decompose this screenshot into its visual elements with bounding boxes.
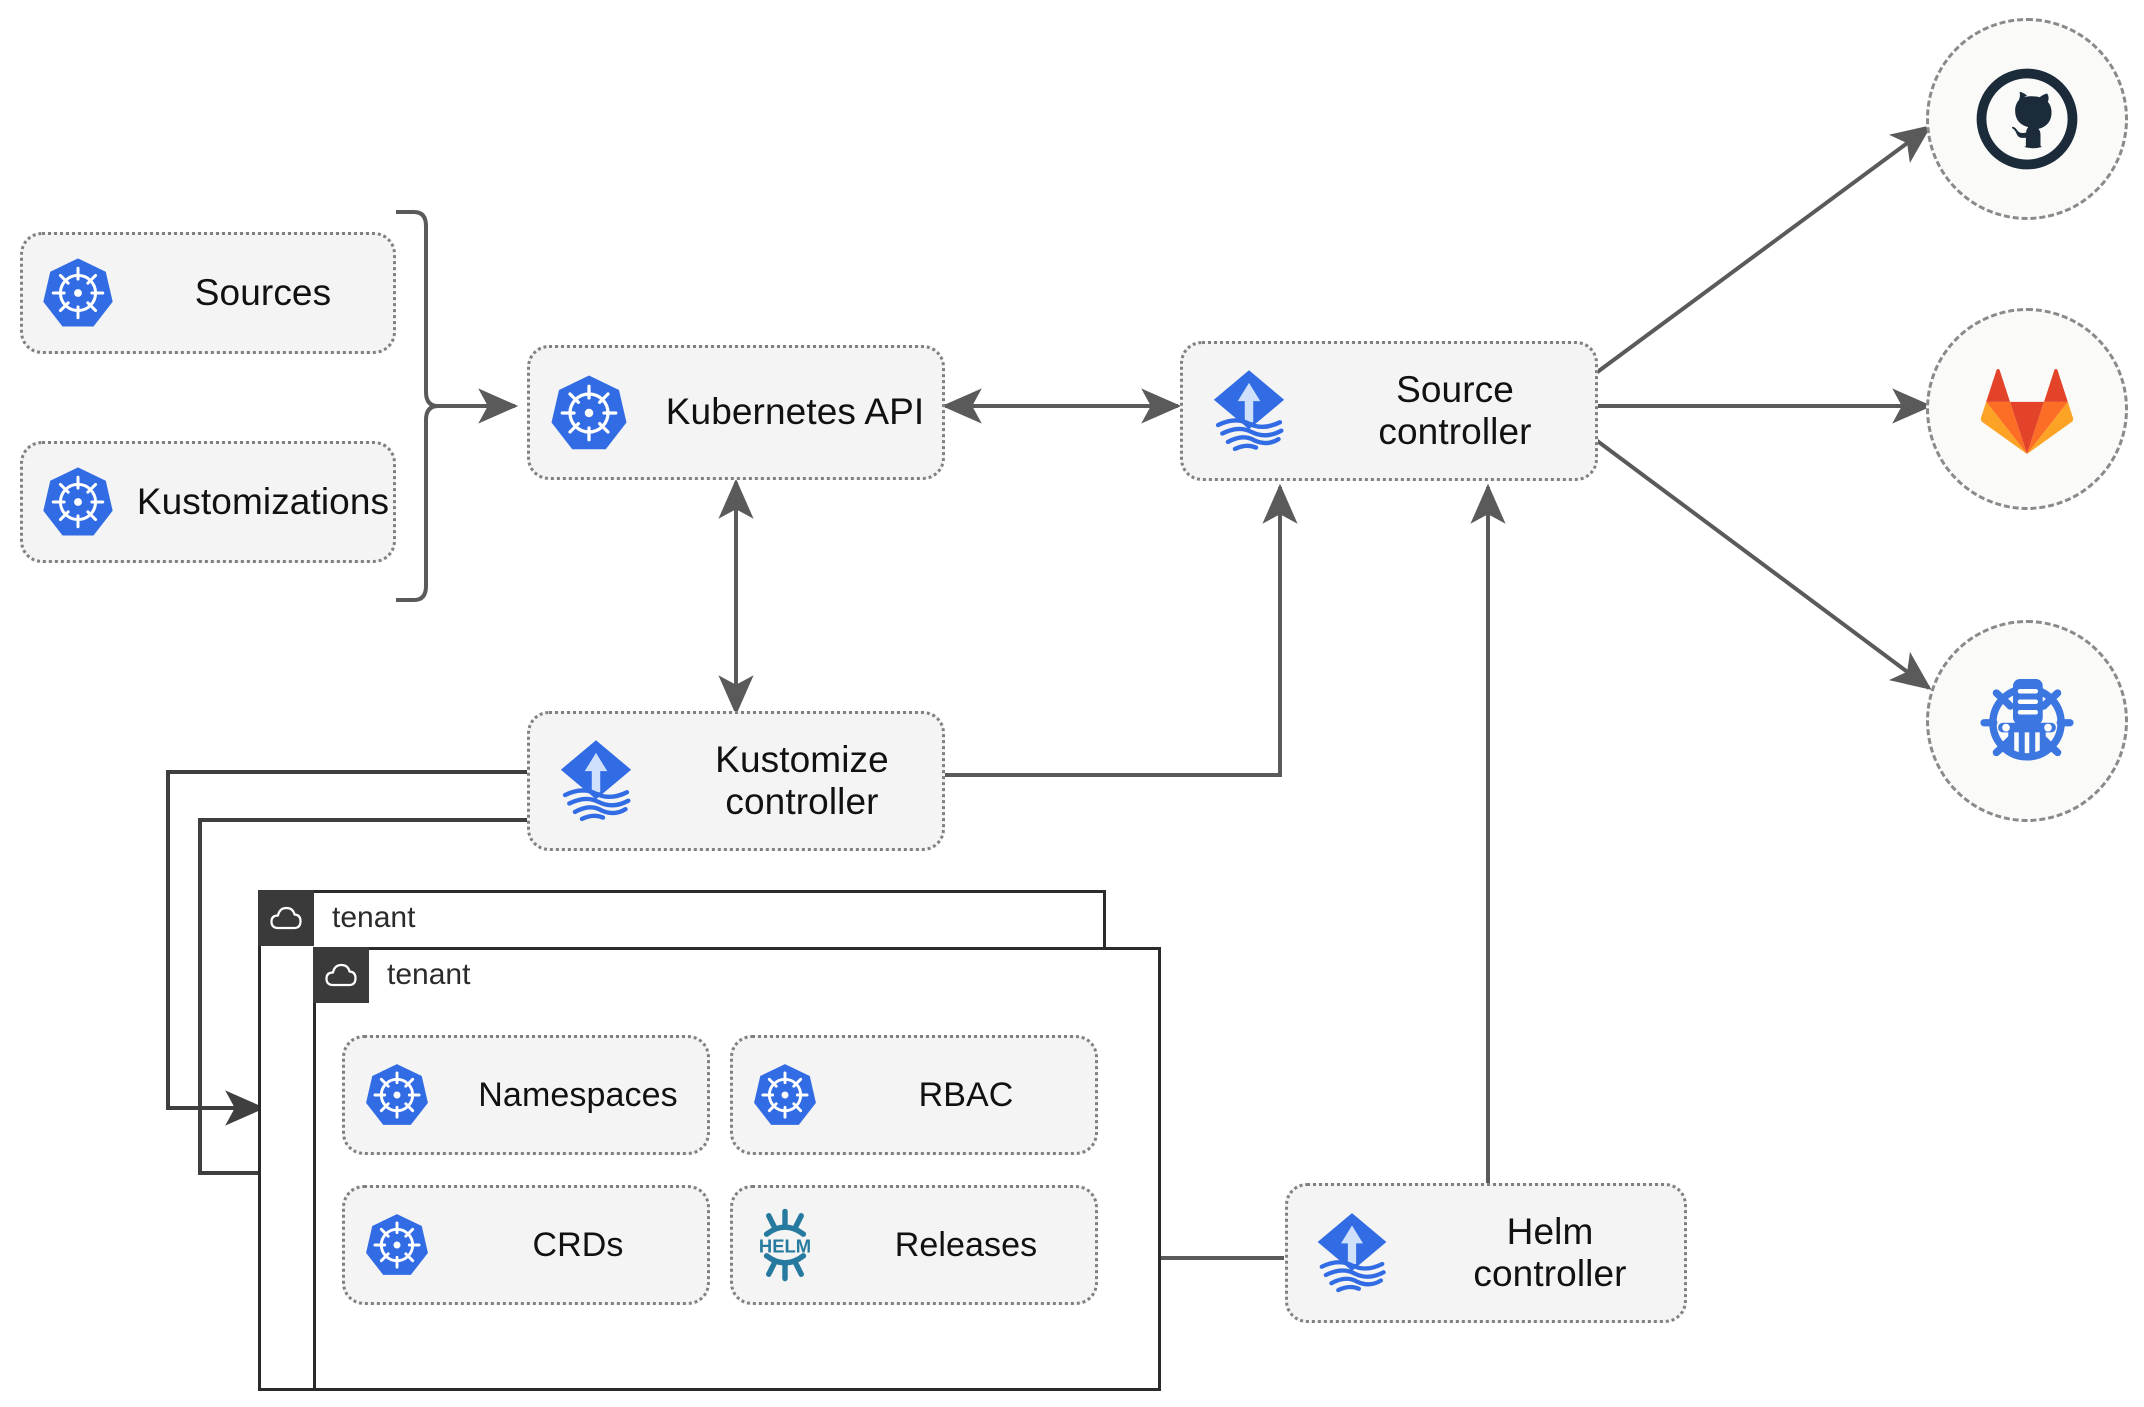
- wire-source-to-github: [1594, 125, 1932, 375]
- gitlab-icon: [1980, 369, 2074, 454]
- node-label: CRDs: [532, 1225, 624, 1264]
- tenant-box-2[interactable]: [313, 947, 1161, 1391]
- svg-text:HELM: HELM: [759, 1236, 811, 1257]
- node-kubernetes-api[interactable]: Kubernetes API: [527, 345, 945, 480]
- kubernetes-icon: [733, 1062, 837, 1128]
- external-source-github[interactable]: [1926, 18, 2128, 220]
- wire-kustomize-to-source: [945, 483, 1298, 777]
- tenant-label: tenant: [332, 901, 416, 934]
- cloud-icon: [313, 947, 369, 1003]
- tenant-label: tenant: [387, 958, 471, 991]
- node-label: Kustomize controller: [715, 738, 889, 822]
- tenant-item-releases[interactable]: HELM Releases: [730, 1185, 1098, 1305]
- wire-source-to-bucket: [1594, 438, 1932, 690]
- flux-icon: [530, 736, 662, 826]
- kubernetes-icon: [345, 1062, 449, 1128]
- node-kustomize-controller[interactable]: Kustomize controller: [527, 711, 945, 851]
- tenant-item-crds[interactable]: CRDs: [342, 1185, 710, 1305]
- node-label: Helm controller: [1473, 1210, 1627, 1294]
- node-label: Sources: [194, 271, 332, 313]
- cloud-icon: [258, 890, 314, 946]
- node-label: Kustomizations: [136, 480, 390, 522]
- node-label: Releases: [894, 1225, 1038, 1264]
- external-source-gitlab[interactable]: [1926, 308, 2128, 510]
- source-group-brace: [396, 210, 439, 602]
- flux-icon: [1288, 1209, 1416, 1297]
- kubernetes-icon: [530, 373, 648, 453]
- node-source-controller[interactable]: Source controller: [1180, 341, 1598, 481]
- tenant-header-2: tenant: [313, 947, 470, 1003]
- helm-icon: HELM: [733, 1207, 837, 1283]
- node-helm-controller[interactable]: Helm controller: [1285, 1183, 1687, 1323]
- node-sources[interactable]: Sources: [20, 232, 396, 354]
- node-label: Kubernetes API: [665, 391, 925, 433]
- kubernetes-icon: [345, 1212, 449, 1278]
- tenant-item-namespaces[interactable]: Namespaces: [342, 1035, 710, 1155]
- node-kustomizations[interactable]: Kustomizations: [20, 441, 396, 563]
- tenant-header-1: tenant: [258, 890, 415, 946]
- node-label: Source controller: [1378, 368, 1532, 452]
- bucket-icon: [1980, 679, 2074, 761]
- node-label: RBAC: [918, 1075, 1014, 1114]
- external-source-bucket[interactable]: [1926, 620, 2128, 822]
- kubernetes-icon: [23, 256, 133, 330]
- node-label: Namespaces: [478, 1075, 678, 1114]
- flux-icon: [1183, 366, 1315, 456]
- tenant-item-rbac[interactable]: RBAC: [730, 1035, 1098, 1155]
- github-icon: [1976, 68, 2078, 170]
- kubernetes-icon: [23, 465, 133, 539]
